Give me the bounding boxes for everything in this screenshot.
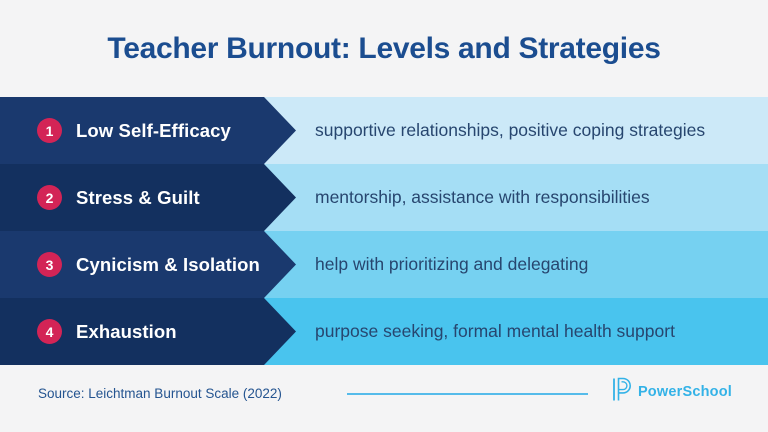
strategy-text: mentorship, assistance with responsibili… xyxy=(315,187,650,207)
level-label: Low Self-Efficacy xyxy=(76,119,231,141)
burnout-levels-list: supportive relationships, positive copin… xyxy=(0,97,768,365)
burnout-row-1: supportive relationships, positive copin… xyxy=(0,97,768,164)
level-number-badge: 4 xyxy=(37,319,62,344)
level-label: Exhaustion xyxy=(76,320,177,342)
source-citation: Source: Leichtman Burnout Scale (2022) xyxy=(38,386,282,401)
burnout-row-2: mentorship, assistance with responsibili… xyxy=(0,164,768,231)
strategy-text: supportive relationships, positive copin… xyxy=(315,120,706,140)
level-number-badge: 2 xyxy=(37,185,62,210)
level-arrow-2: 2 Stress & Guilt xyxy=(0,164,296,231)
brand-logo: PowerSchool xyxy=(612,377,732,407)
level-arrow-3: 3 Cynicism & Isolation xyxy=(0,231,296,298)
brand-name: PowerSchool xyxy=(637,384,732,400)
level-label: Cynicism & Isolation xyxy=(76,253,260,275)
level-arrow-1: 1 Low Self-Efficacy xyxy=(0,97,296,164)
level-number-badge: 3 xyxy=(37,252,62,277)
level-label: Stress & Guilt xyxy=(76,186,200,208)
strategy-text: purpose seeking, formal mental health su… xyxy=(315,321,675,341)
strategy-text: help with prioritizing and delegating xyxy=(315,254,589,274)
page-title: Teacher Burnout: Levels and Strategies xyxy=(107,32,661,65)
footer-divider-line xyxy=(347,393,588,395)
burnout-row-3: help with prioritizing and delegating 3 … xyxy=(0,231,768,298)
level-arrow-4: 4 Exhaustion xyxy=(0,298,296,365)
level-number-badge: 1 xyxy=(37,118,62,143)
burnout-row-4: purpose seeking, formal mental health su… xyxy=(0,298,768,365)
powerschool-icon xyxy=(612,377,631,407)
footer: Source: Leichtman Burnout Scale (2022) P… xyxy=(0,365,768,432)
